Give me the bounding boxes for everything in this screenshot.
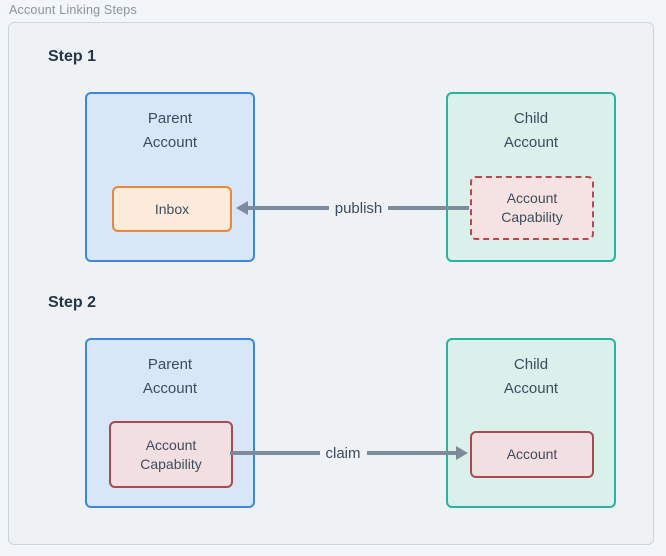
- frame-title: Account Linking Steps: [9, 3, 137, 17]
- step1-child-account-node: Child Account Account Capability: [446, 92, 616, 262]
- step1-account-capability-node: Account Capability: [470, 176, 594, 240]
- arrowhead-left-icon: [236, 201, 248, 215]
- step1-capability-label-line2: Capability: [501, 209, 563, 225]
- arrowhead-right-icon: [456, 446, 469, 460]
- step1-child-title: Child Account: [448, 107, 614, 155]
- step2-capability-label-line1: Account: [145, 436, 197, 453]
- step1-child-title-line1: Child: [513, 110, 549, 127]
- step1-child-title-line2: Account: [503, 134, 559, 151]
- arrow-line: [388, 206, 470, 210]
- step-2-label: Step 2: [48, 294, 97, 311]
- publish-arrow: publish: [236, 196, 470, 220]
- step2-child-account-node: Child Account Account: [446, 338, 616, 508]
- step1-parent-title: Parent Account: [87, 107, 253, 155]
- claim-arrow-label: claim: [325, 444, 361, 462]
- step2-parent-title-line1: Parent: [147, 356, 193, 373]
- step1-inbox-node: Inbox: [112, 186, 232, 232]
- claim-arrow: claim: [230, 441, 469, 465]
- step2-child-title-line1: Child: [513, 356, 549, 373]
- step1-inbox-label: Inbox: [154, 200, 190, 217]
- step2-parent-account-node: Parent Account Account Capability: [85, 338, 255, 508]
- step1-parent-account-node: Parent Account Inbox: [85, 92, 255, 262]
- step1-parent-title-line2: Account: [142, 134, 198, 151]
- step1-capability-label-line1: Account: [506, 190, 558, 206]
- publish-arrow-label: publish: [334, 199, 383, 217]
- step2-account-capability-node: Account Capability: [109, 421, 233, 488]
- step2-account-label: Account: [506, 446, 558, 462]
- arrow-line: [366, 451, 457, 455]
- arrow-line: [248, 206, 329, 210]
- step2-child-title: Child Account: [448, 353, 614, 401]
- step2-parent-title-line2: Account: [142, 380, 198, 397]
- step2-child-title-line2: Account: [503, 380, 559, 397]
- step-1-label: Step 1: [48, 48, 97, 65]
- arrow-line: [230, 451, 320, 455]
- step2-capability-label-line2: Capability: [140, 455, 202, 472]
- step1-parent-title-line1: Parent: [147, 110, 193, 127]
- step2-parent-title: Parent Account: [87, 353, 253, 401]
- step2-account-node: Account: [470, 431, 594, 478]
